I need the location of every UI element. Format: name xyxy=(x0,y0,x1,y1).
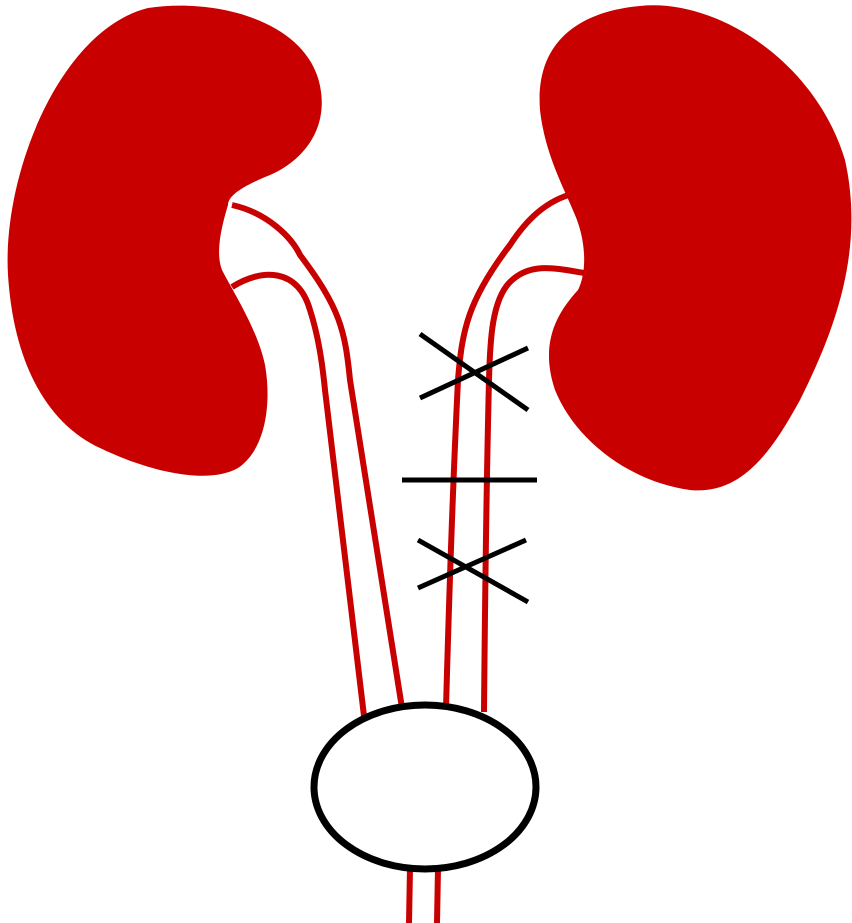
urethra-left-wall xyxy=(409,868,410,923)
right-kidney xyxy=(540,5,852,490)
ureter-cross-mark-lower xyxy=(418,540,528,602)
urethra-right-wall xyxy=(437,868,438,923)
bladder xyxy=(314,705,536,869)
left-ureter-outer-wall xyxy=(232,205,402,708)
ureter-cross-mark-upper xyxy=(420,334,528,410)
left-kidney xyxy=(8,6,322,476)
